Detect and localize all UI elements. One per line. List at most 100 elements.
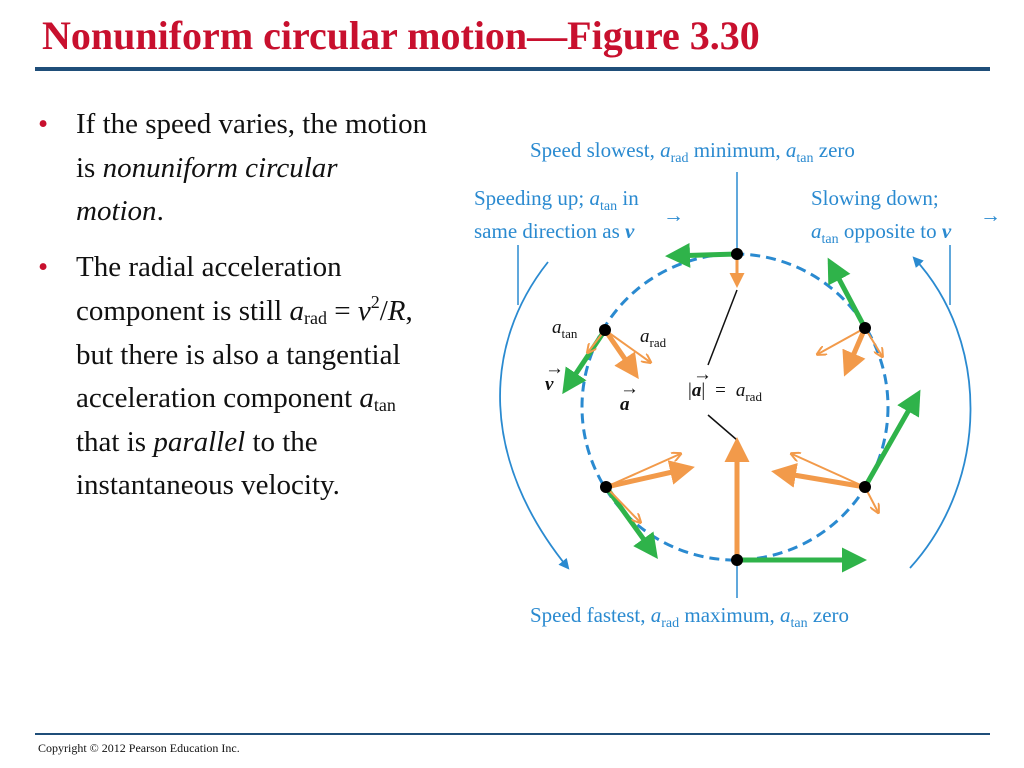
formula-symbol: R: [387, 295, 406, 327]
left-label-line2: same direction as v: [474, 219, 635, 243]
vector-arrow-glyph: →: [620, 378, 639, 399]
equals-sign: =: [715, 380, 726, 401]
subscript-tan: tan: [600, 199, 617, 214]
particle-position: [859, 322, 871, 334]
bullet-text: The radial acceleration component is sti…: [76, 250, 342, 328]
particle-position: [859, 481, 871, 493]
formula-symbol: v: [357, 295, 371, 327]
particle-position: [600, 481, 612, 493]
symbol-a: a: [786, 138, 797, 162]
slide-title: Nonuniform circular motion—Figure 3.30: [42, 13, 760, 58]
velocity-arrow: [603, 485, 658, 560]
acceleration-arrow: [842, 327, 868, 377]
symbol-a: a: [552, 317, 562, 338]
bottom-label-text: Speed fastest,: [530, 603, 651, 627]
a-vector-label: a: [620, 394, 630, 415]
formula-symbol: a: [359, 382, 374, 414]
symbol-v-vector: v: [625, 219, 635, 243]
top-label-text: zero: [814, 138, 855, 162]
bullet-emphasis: parallel: [153, 425, 246, 458]
symbol-a: a: [590, 186, 601, 210]
radial-acceleration-arrow: [792, 454, 866, 488]
right-label-line2: atan opposite to v: [811, 219, 952, 247]
bullet-list: • If the speed varies, the motion is non…: [38, 103, 430, 520]
formula-exponent: 2: [370, 292, 380, 312]
bar-right: |: [701, 380, 705, 401]
magnitude-equation: |a|=arad: [688, 380, 762, 404]
subscript-tan: tan: [562, 326, 578, 341]
symbol-a: a: [640, 326, 650, 347]
bullet-text: .: [156, 195, 164, 227]
particle-position: [599, 324, 611, 336]
bullet-item: • The radial acceleration component is s…: [38, 246, 430, 508]
acceleration-arrow: [771, 462, 866, 490]
subscript-rad: rad: [745, 389, 762, 404]
symbol-a: a: [660, 138, 671, 162]
bar-left: |: [688, 380, 692, 401]
bottom-label: Speed fastest, arad maximum, atan zero: [530, 603, 849, 631]
circular-motion-diagram: Speed slowest, arad minimum, atan zero S…: [474, 138, 1001, 631]
velocity-arrow: [827, 257, 868, 330]
a-tan-label: atan: [552, 317, 578, 341]
vector-arrow-glyph: →: [980, 203, 1001, 227]
top-label: Speed slowest, arad minimum, atan zero: [530, 138, 855, 166]
subscript-tan: tan: [796, 151, 813, 166]
top-label-text: Speed slowest,: [530, 138, 660, 162]
tangential-acceleration-arrow: [605, 486, 640, 522]
left-label-text: Speeding up;: [474, 186, 590, 210]
radial-acceleration-arrow: [818, 327, 866, 354]
formula-symbol: a: [289, 295, 304, 327]
bullet-item: • If the speed varies, the motion is non…: [38, 103, 430, 234]
bullet-emphasis: nonuniform circular motion: [76, 151, 338, 228]
copyright-notice: Copyright © 2012 Pearson Education Inc.: [38, 741, 240, 755]
subscript-rad: rad: [671, 151, 689, 166]
subscript-tan: tan: [822, 232, 839, 247]
bullet-marker: •: [38, 250, 49, 283]
symbol-a-vector: a: [692, 380, 702, 401]
right-label-line1: Slowing down;: [811, 186, 939, 210]
symbol-a: a: [651, 603, 662, 627]
bullet-text: , but there is also a tangential acceler…: [76, 295, 413, 414]
velocity-arrow: [665, 242, 738, 268]
formula-subscript: tan: [373, 395, 396, 415]
symbol-a: a: [780, 603, 791, 627]
bullet-text: to the instantaneous velocity.: [76, 425, 340, 502]
bullet-text: that is: [76, 425, 154, 458]
magnitude-leader-top: [707, 289, 738, 366]
vector-arrow-glyph: →: [693, 364, 712, 385]
formula-subscript: rad: [303, 308, 327, 328]
vector-arrow-glyph: →: [663, 203, 684, 227]
symbol-a: a: [811, 219, 822, 243]
title-divider: [35, 67, 990, 71]
vector-arrow-glyph: →: [545, 358, 564, 379]
right-label-text: opposite to: [839, 219, 942, 243]
bullet-text: If the speed varies, the motion is: [76, 108, 428, 184]
particle-position: [731, 248, 743, 260]
subscript-tan: tan: [791, 616, 808, 631]
a-rad-label: arad: [640, 326, 667, 350]
left-label-text: same direction as: [474, 219, 625, 243]
formula-operator: =: [326, 295, 358, 327]
velocity-arrow: [862, 389, 921, 489]
particle-position: [731, 554, 743, 566]
magnitude-leader-bottom: [707, 414, 738, 441]
slowing-down-arc-arrow: [909, 256, 972, 569]
v-vector-label: v: [545, 374, 554, 395]
bullet-marker: •: [38, 108, 49, 140]
acceleration-arrow: [605, 460, 695, 490]
left-label-line1: Speeding up; atan in: [474, 186, 639, 214]
radial-acceleration-arrow: [605, 454, 680, 488]
footer-divider: [35, 733, 990, 735]
acceleration-arrow: [602, 328, 639, 380]
left-label-text: in: [617, 186, 639, 210]
bottom-label-text: zero: [808, 603, 849, 627]
bottom-label-text: maximum,: [679, 603, 780, 627]
formula-operator: /: [379, 295, 388, 327]
top-label-text: minimum,: [688, 138, 785, 162]
radial-acceleration-arrow: [604, 329, 650, 362]
speeding-up-arc-arrow: [499, 261, 570, 570]
subscript-rad: rad: [650, 335, 667, 350]
symbol-a: a: [736, 380, 746, 401]
symbol-v-vector: v: [942, 219, 952, 243]
subscript-rad: rad: [661, 616, 679, 631]
